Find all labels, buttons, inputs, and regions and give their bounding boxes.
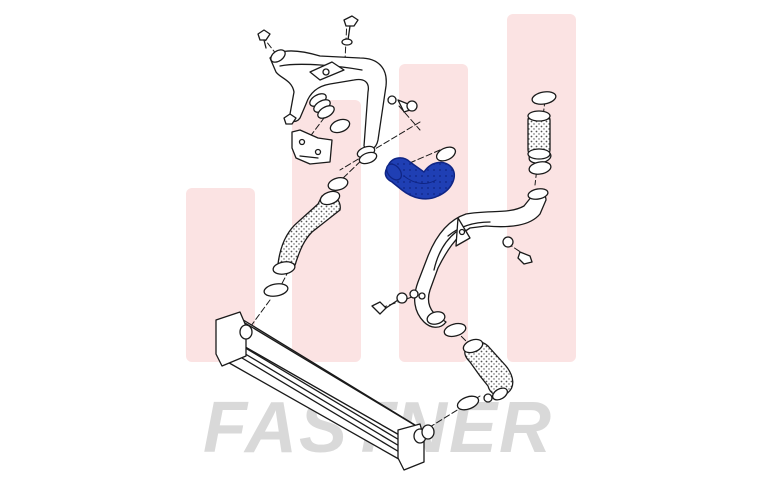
watermark-bar-4 [507, 14, 576, 362]
clamp [443, 322, 467, 338]
bolt [341, 15, 359, 46]
bolt [371, 289, 419, 315]
highlighted-hose [384, 157, 456, 200]
intercooler [215, 311, 435, 471]
clamp [528, 161, 552, 175]
mounting-bracket [291, 129, 333, 165]
clamp [531, 91, 557, 105]
clamp [270, 49, 286, 63]
bolt [283, 113, 297, 125]
clamp [263, 283, 289, 297]
bolt [257, 29, 271, 49]
right-hose-lower [462, 338, 514, 401]
upper-pipe-bellows [309, 93, 335, 119]
right-hose-upper [527, 110, 551, 160]
bolt [406, 100, 418, 112]
clamp [329, 118, 351, 134]
bolt [483, 393, 493, 403]
clamp [327, 177, 349, 191]
watermark-bar-2 [292, 100, 361, 362]
upper-pipe [269, 50, 387, 165]
left-hose [272, 190, 341, 275]
bolt [502, 236, 533, 265]
clamp [456, 395, 480, 411]
upper-pipe-outlet [356, 145, 378, 165]
bolt [418, 292, 426, 300]
clamp [435, 146, 457, 162]
fasteners [257, 15, 533, 403]
